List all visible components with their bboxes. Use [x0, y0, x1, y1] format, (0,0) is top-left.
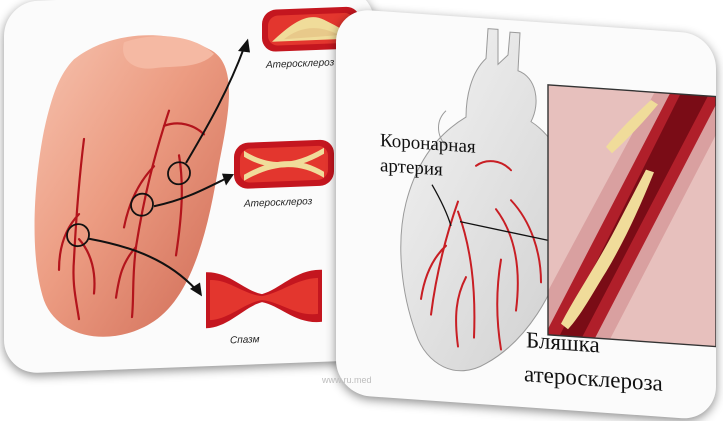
- heart-artery-illustration: Атеросклероз и тромбоз Атеросклероз Спаз…: [4, 0, 374, 374]
- label-coronary-line2: артерия: [380, 155, 443, 180]
- watermark-layer: www.ru.med: [320, 370, 440, 390]
- heart-coronary-illustration: Коронарная артерия Бляшка атеросклероза: [336, 8, 716, 421]
- label-atherosclerosis: Атеросклероз: [243, 196, 313, 210]
- left-illustration-card: Атеросклероз и тромбоз Атеросклероз Спаз…: [4, 0, 374, 374]
- vessel-spasm: [206, 268, 322, 328]
- white-heart: [401, 23, 570, 379]
- label-spasm: Спазм: [230, 334, 260, 346]
- watermark: www.ru.med: [321, 375, 372, 385]
- vessel-atherosclerosis: [234, 139, 334, 189]
- label-plaque-line2: атеросклероза: [524, 360, 663, 396]
- right-illustration-card: Коронарная артерия Бляшка атеросклероза: [336, 8, 716, 421]
- label-plaque-line1: Бляшка: [526, 326, 600, 357]
